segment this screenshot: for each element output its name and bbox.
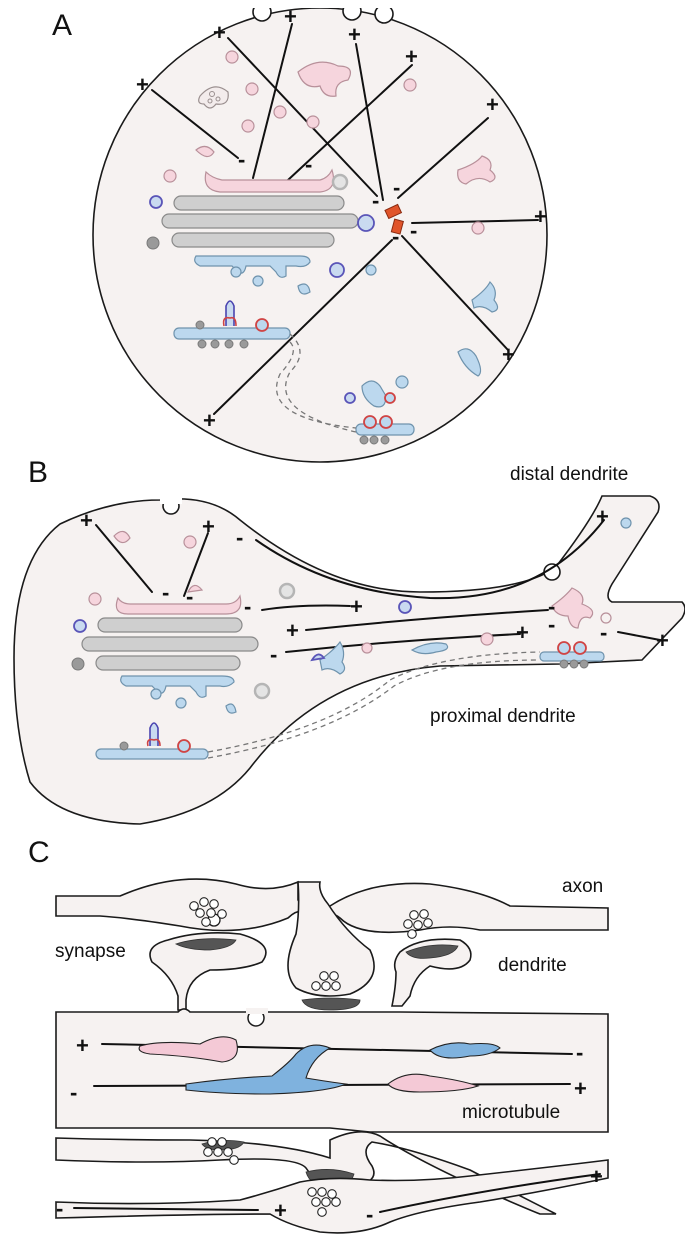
minus-end-sign: - xyxy=(548,612,555,637)
centrosome-icon xyxy=(390,218,404,235)
postsynaptic-density xyxy=(405,944,459,959)
microtubule xyxy=(355,43,384,201)
microtubule xyxy=(617,631,661,641)
postsynaptic-density xyxy=(301,997,361,1011)
plus-end-sign: + xyxy=(405,44,418,69)
axon-label: axon xyxy=(562,876,603,897)
panel-a-er-membranes xyxy=(173,300,415,445)
notch-mask xyxy=(160,494,182,504)
golgi-apparatus-b xyxy=(81,584,259,698)
plus-end-sign: + xyxy=(502,342,515,367)
minus-end-sign: - xyxy=(600,620,607,645)
panel-c: C axon synapse dendrite xyxy=(28,836,609,1234)
plus-end-sign: + xyxy=(596,504,609,529)
microtubule xyxy=(151,89,239,159)
panel-a-microtubules xyxy=(151,23,539,415)
minus-end-sign: - xyxy=(270,642,277,667)
minus-end-sign: - xyxy=(70,1080,77,1105)
panel-a: A xyxy=(52,0,548,463)
plus-end-sign: + xyxy=(590,1164,603,1189)
panel-c-polarity-signs: + - - + + + - - xyxy=(56,1033,603,1227)
panel-c-letter: C xyxy=(28,836,50,869)
panel-b-microtubules xyxy=(95,519,661,653)
microtubule xyxy=(213,239,393,415)
plus-end-sign: + xyxy=(350,594,363,619)
minus-end-sign: - xyxy=(372,188,379,213)
minus-end-sign: - xyxy=(244,594,251,619)
minus-end-sign: - xyxy=(162,580,169,605)
plus-end-sign: + xyxy=(274,1198,287,1223)
synapse-label: synapse xyxy=(55,941,126,962)
minus-end-sign: - xyxy=(392,224,399,249)
kinesin-motor xyxy=(138,1036,238,1063)
dendritic-spine xyxy=(149,932,267,1011)
microtubule xyxy=(305,609,549,631)
microtubule xyxy=(95,524,153,593)
plus-end-sign: + xyxy=(203,408,216,433)
microtubule xyxy=(227,37,378,197)
minus-end-sign: - xyxy=(393,175,400,200)
minus-end-sign: - xyxy=(366,1202,373,1227)
microtubule xyxy=(287,64,413,181)
plus-end-sign: + xyxy=(76,1033,89,1058)
distal-dendrite-label: distal dendrite xyxy=(510,464,628,485)
minus-end-sign: - xyxy=(576,1040,583,1065)
plus-end-sign: + xyxy=(136,72,149,97)
motor-proteins xyxy=(138,1036,501,1095)
postsynaptic-density xyxy=(174,938,237,951)
minus-end-sign: - xyxy=(305,152,312,177)
minus-end-sign: - xyxy=(236,525,243,550)
minus-end-sign: - xyxy=(548,594,555,619)
plus-end-sign: + xyxy=(286,618,299,643)
dynein-motor xyxy=(185,1044,349,1095)
proximal-dendrite-label: proximal dendrite xyxy=(430,706,576,727)
presynaptic-bouton xyxy=(287,881,375,997)
dendrite-label: dendrite xyxy=(498,955,567,976)
kinesin-motor xyxy=(387,1073,480,1093)
microtubule xyxy=(73,1207,259,1211)
plus-end-sign: + xyxy=(284,4,297,29)
microtubule xyxy=(401,235,509,351)
plus-end-sign: + xyxy=(574,1076,587,1101)
microtubule xyxy=(261,604,351,611)
minus-end-sign: - xyxy=(56,1196,63,1221)
dynein-motor xyxy=(429,1042,501,1059)
minus-end-sign: - xyxy=(238,147,245,172)
synaptic-vesicles xyxy=(189,897,433,1217)
microtubule xyxy=(379,1173,601,1213)
panel-b: B distal dendrite proximal dendrite xyxy=(13,456,685,825)
microtubule xyxy=(252,23,293,179)
panel-a-letter: A xyxy=(52,9,72,42)
centrosome-icon xyxy=(384,203,403,220)
microtubule xyxy=(183,532,209,597)
plus-end-sign: + xyxy=(486,92,499,117)
golgi-apparatus xyxy=(161,168,359,278)
plus-end-sign: + xyxy=(348,22,361,47)
plus-end-sign: + xyxy=(80,508,93,533)
plus-end-sign: + xyxy=(516,620,529,645)
axon-shape xyxy=(55,878,609,934)
plus-end-sign: + xyxy=(213,20,226,45)
panel-b-vesicles xyxy=(71,517,632,714)
panel-a-vesicles xyxy=(146,50,499,377)
minus-end-sign: - xyxy=(186,584,193,609)
microtubule xyxy=(397,117,489,199)
panel-b-er-membranes xyxy=(95,641,605,760)
plus-end-sign: + xyxy=(202,514,215,539)
notch-mask xyxy=(250,0,400,8)
microtubule xyxy=(255,519,605,600)
panel-b-polarity-signs: + + + + + + + - - - - - - - - xyxy=(80,504,669,667)
microtubule xyxy=(411,219,539,224)
plus-end-sign: + xyxy=(534,204,547,229)
panel-b-letter: B xyxy=(28,456,48,489)
plus-end-sign: + xyxy=(656,628,669,653)
panel-a-polarity-signs: + + + + + + + + + - - - - - - xyxy=(136,4,547,433)
microtubule-label: microtubule xyxy=(462,1102,560,1123)
minus-end-sign: - xyxy=(410,218,417,243)
